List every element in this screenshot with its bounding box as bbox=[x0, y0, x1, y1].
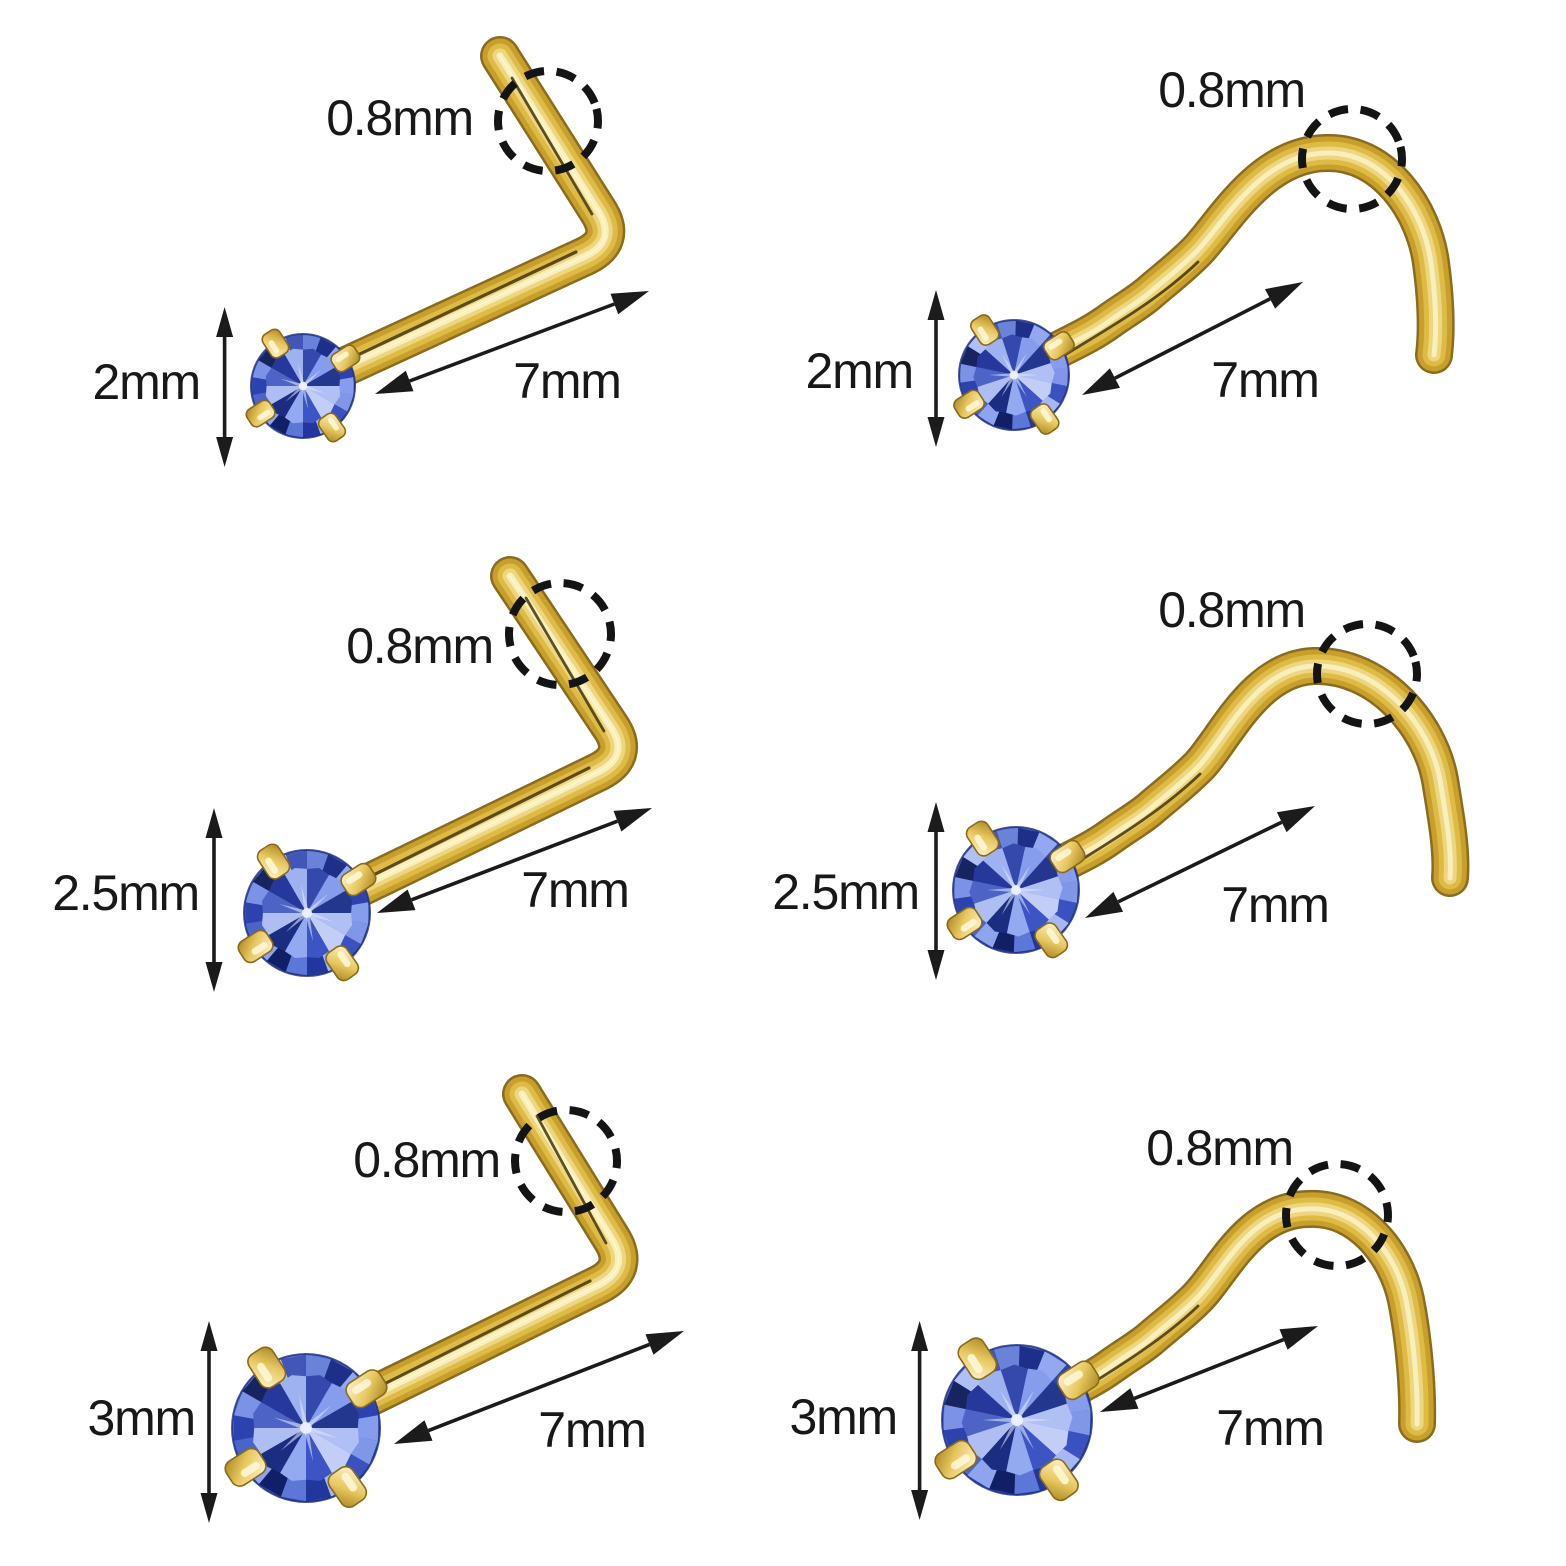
svg-text:0.8mm: 0.8mm bbox=[326, 90, 473, 146]
svg-text:7mm: 7mm bbox=[1221, 877, 1329, 933]
svg-text:3mm: 3mm bbox=[789, 1389, 897, 1445]
svg-text:7mm: 7mm bbox=[521, 862, 629, 918]
svg-text:0.8mm: 0.8mm bbox=[353, 1132, 500, 1188]
svg-text:2mm: 2mm bbox=[92, 354, 200, 410]
svg-text:2.5mm: 2.5mm bbox=[52, 865, 199, 921]
svg-text:0.8mm: 0.8mm bbox=[1158, 62, 1305, 118]
svg-text:0.8mm: 0.8mm bbox=[1158, 582, 1305, 638]
svg-text:0.8mm: 0.8mm bbox=[346, 618, 493, 674]
svg-text:7mm: 7mm bbox=[513, 353, 621, 409]
svg-text:7mm: 7mm bbox=[538, 1402, 646, 1458]
svg-text:2.5mm: 2.5mm bbox=[772, 864, 919, 920]
svg-text:7mm: 7mm bbox=[1211, 352, 1319, 408]
svg-text:2mm: 2mm bbox=[805, 343, 913, 399]
svg-text:3mm: 3mm bbox=[87, 1390, 195, 1446]
svg-text:0.8mm: 0.8mm bbox=[1146, 1120, 1293, 1176]
svg-text:7mm: 7mm bbox=[1216, 1400, 1324, 1456]
